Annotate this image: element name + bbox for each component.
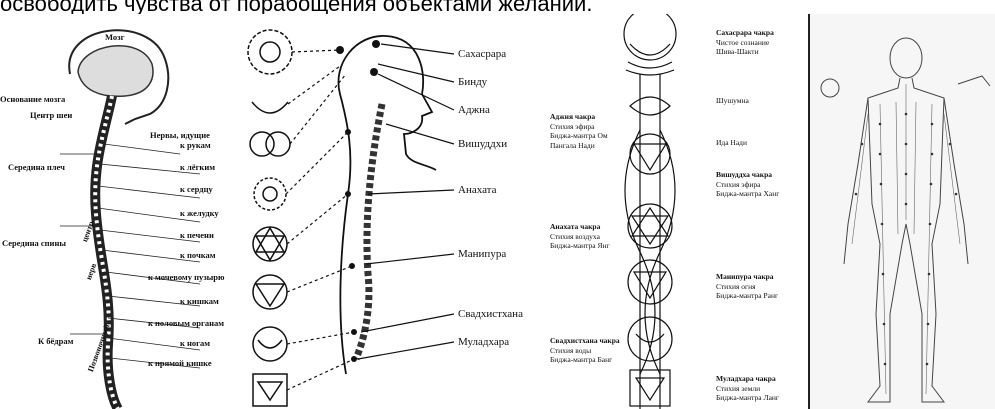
label-to-genitals: к половым органам [148, 318, 224, 328]
label-to-hips: К бёдрам [38, 336, 73, 346]
spinal-nerves-diagram: Мозг Основание мозга Центр шеи Середина … [0, 14, 236, 409]
label-to-intestines: к кишкам [180, 296, 219, 306]
caption-text: освободить чувства от порабощения объект… [0, 0, 995, 14]
label-to-liver: к печени [180, 230, 214, 240]
label-brain-base: Основание мозга [0, 94, 65, 104]
label-anahata: Анахата [458, 184, 497, 196]
meridian-figure-drawing [810, 14, 995, 409]
label-muladhara: Муладхара [458, 336, 509, 348]
text-ida-nadi: Ида Нади [716, 138, 747, 148]
label-svadhisthana: Свадхистхана [458, 308, 523, 320]
label-to-stomach: к желудку [180, 208, 219, 218]
label-sahasrara: Сахасрара [458, 48, 506, 60]
label-neck-center: Центр шеи [30, 110, 72, 120]
label-bindu: Бинду [458, 76, 487, 88]
label-to-legs: к ногам [180, 338, 210, 348]
meridian-body-figure [808, 14, 995, 409]
label-manipura: Манипура [458, 248, 506, 260]
label-shoulders-middle: Середина плеч [8, 162, 65, 172]
text-sushumna: Шушумна [716, 96, 749, 106]
label-to-arms: к рукам [180, 140, 211, 150]
label-to-bladder: к мочевому пузырю [148, 272, 225, 282]
label-vishuddhi: Вишуддхи [458, 138, 507, 150]
label-to-kidneys: к почкам [180, 250, 216, 260]
label-to-lungs: к лёгким [180, 162, 215, 172]
label-to-rectum: к прямой кишке [148, 358, 212, 368]
label-back-middle: Середина спины [2, 238, 66, 248]
label-to-heart: к сердцу [180, 184, 213, 194]
label-brain: Мозг [105, 32, 124, 42]
chakra-body-diagram: Сахасрара Бинду Аджна Вишуддхи Анахата М… [236, 14, 550, 409]
chakra-body-drawing [236, 14, 550, 409]
label-ajna: Аджна [458, 104, 490, 116]
label-nerves-title: Нервы, идущие [150, 130, 210, 140]
